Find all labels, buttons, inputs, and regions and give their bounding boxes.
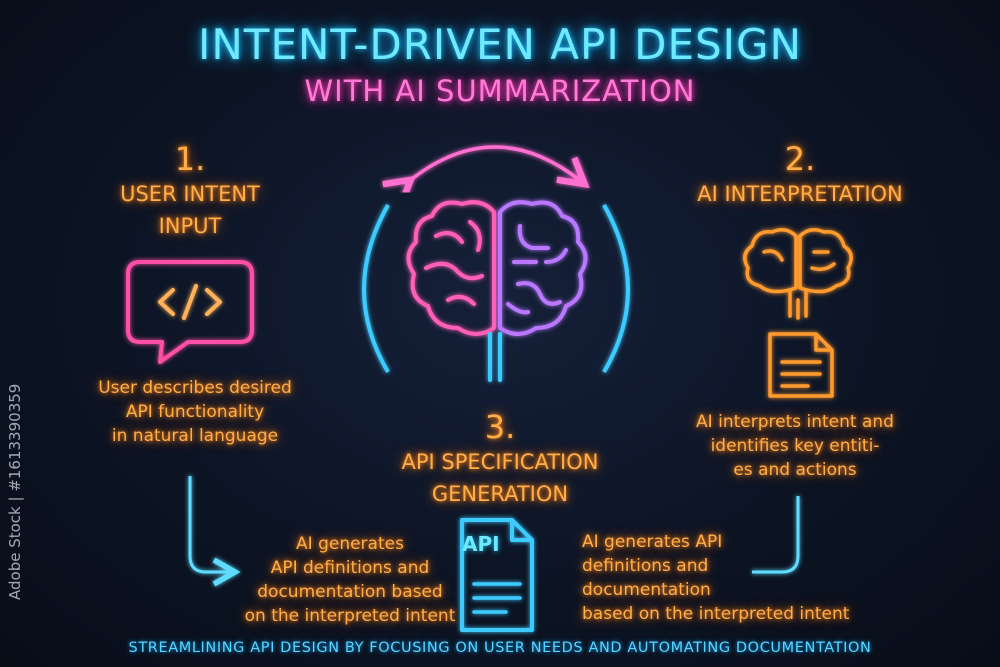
stock-watermark: Adobe Stock | #1613390359 [6,383,24,600]
step-1-desc-line: in natural language [111,426,279,446]
step-1-desc-line: User describes desired [98,378,292,398]
right-note: AI generates API definitions and documen… [582,530,882,626]
step-1-header: 1. USER INTENT INPUT [70,140,310,242]
left-note-line: on the interpreted intent [244,606,456,626]
step-1-desc-line: API functionality [125,402,265,422]
step-1-title-line1: USER INTENT [120,182,260,206]
right-note-line: definitions and [582,556,709,576]
api-document-icon [460,518,534,632]
step-1-number: 1. [174,140,206,178]
code-chat-bubble-icon [126,260,254,364]
step-3-header: 3. API SPECIFICATION GENERATION [340,408,660,510]
brain-document-icon [743,228,853,398]
step-2-desc-line: identifies key entiti- [710,436,880,456]
step-2-number: 2. [784,140,816,178]
step-2-title: AI INTERPRETATION [697,182,903,206]
step-3-number: 3. [484,408,516,446]
page-title: INTENT-DRIVEN API DESIGN [197,20,802,69]
step-2-header: 2. AI INTERPRETATION [660,140,940,210]
step-1-title-line2: INPUT [158,214,222,238]
right-note-line: AI generates API [582,532,723,552]
right-bracket-icon [602,204,630,374]
step-3-title-line2: GENERATION [431,482,569,506]
step-1-description: User describes desired API functionality… [60,376,330,448]
step-2-desc-line: AI interprets intent and [696,412,894,432]
left-bracket-icon [362,204,390,374]
left-note-line: API definitions and [270,558,430,578]
page-subtitle: WITH AI SUMMARIZATION [304,74,696,108]
step-3-title-line1: API SPECIFICATION [401,450,599,474]
flow-line-right [752,496,800,574]
brain-icon [406,200,588,382]
cycle-arrow-icon [382,145,590,208]
api-doc-label: API [462,532,500,556]
left-note: AI generates API definitions and documen… [225,532,475,628]
flow-line-left [188,476,241,587]
left-note-line: AI generates [296,534,404,554]
step-2-description: AI interprets intent and identifies key … [670,410,920,482]
right-note-line: documentation [582,580,711,600]
footer-tagline: STREAMLINING API DESIGN BY FOCUSING ON U… [128,640,872,656]
right-note-line: based on the interpreted intent [582,604,850,624]
left-note-line: documentation based [257,582,443,602]
step-2-desc-line: es and actions [733,460,857,480]
